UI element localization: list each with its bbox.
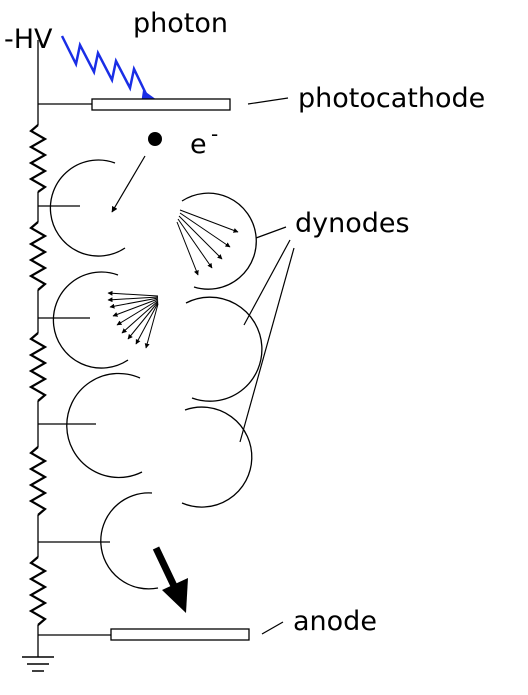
dynode-6	[181, 406, 253, 508]
secondary-electrons-fan	[176, 209, 239, 276]
dynode-2	[181, 192, 257, 290]
photon-arrow	[60, 35, 157, 104]
photocathode-label: photocathode	[298, 83, 485, 114]
secondary-electrons-fan	[107, 290, 159, 349]
photocathode-pointer	[247, 97, 289, 105]
resistor-icon	[28, 124, 48, 193]
dynode-7	[100, 492, 159, 590]
dynodes-pointers	[239, 226, 295, 443]
photocathode-plate	[91, 98, 231, 111]
anode-label: anode	[293, 606, 377, 637]
anode-plate	[110, 628, 250, 641]
electron-path-arrow	[111, 155, 146, 213]
dynode-5	[66, 372, 143, 479]
electron-dot	[148, 132, 162, 146]
electron-charge-label: -	[211, 122, 218, 146]
resistor-icon	[28, 332, 48, 402]
anode-pointer	[261, 621, 284, 635]
photon-label: photon	[133, 8, 228, 39]
electron-label: e	[190, 129, 207, 160]
ground-icon	[22, 656, 54, 672]
resistor-icon	[28, 221, 48, 291]
voltage-divider	[28, 40, 48, 657]
dynode-1	[49, 159, 126, 257]
dynode-4	[185, 296, 263, 402]
output-arrow	[152, 546, 188, 613]
dynodes-label: dynodes	[295, 208, 410, 239]
hv-label: -HV	[4, 24, 53, 55]
resistor-icon	[28, 446, 48, 516]
resistor-icon	[28, 556, 48, 626]
dynode-3	[52, 271, 129, 369]
